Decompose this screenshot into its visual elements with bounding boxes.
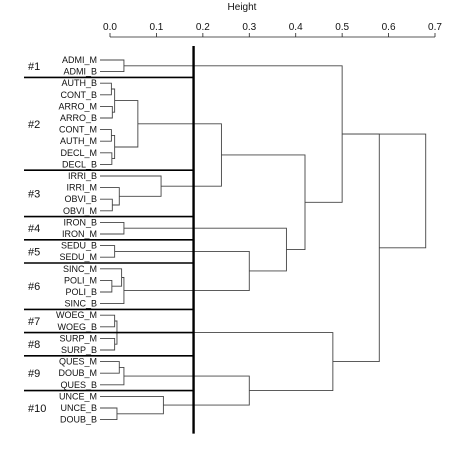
x-axis-title: Height (228, 2, 257, 13)
leaf-label: UNCE_M (59, 391, 97, 401)
dendrogram-link (100, 59, 125, 73)
leaf-label: QUES_B (60, 380, 97, 390)
leaf-label: SURP_B (61, 345, 97, 355)
dendrogram-links (100, 59, 427, 421)
x-tick-label: 0.5 (335, 22, 349, 33)
dendrogram-link (100, 221, 125, 235)
dendrogram-link (100, 105, 113, 119)
dendrogram-link (100, 361, 120, 374)
leaf-label: ARRO_B (60, 113, 97, 123)
leaf-label: SINC_B (64, 299, 97, 309)
leaf-label: SINC_M (63, 264, 97, 274)
leaf-label: OBVI_B (64, 194, 97, 204)
leaf-label: SEDU_M (59, 252, 97, 262)
leaf-label: ADMI_B (63, 67, 97, 77)
dendrogram-link (100, 245, 116, 258)
leaf-label: DOUB_M (58, 368, 97, 378)
x-tick-label: 0.3 (242, 22, 256, 33)
dendrogram-link (100, 187, 120, 206)
dendrogram-link (114, 250, 250, 291)
leaf-label: ADMI_M (62, 55, 97, 65)
dendrogram-link (221, 154, 306, 251)
cluster-groups: #1 #2 #3 #4 #5 #6 #7 #8 #9 #10 (24, 61, 194, 415)
dendrogram-link (123, 227, 287, 272)
dendrogram-link (114, 100, 139, 148)
dendrogram-link (100, 407, 118, 421)
leaf-label: POLI_B (65, 287, 97, 297)
leaf-label: UNCE_B (60, 403, 97, 413)
x-tick-label: 0.4 (289, 22, 303, 33)
leaf-label: IRRI_B (68, 171, 97, 181)
dendrogram-link (100, 279, 113, 293)
dendrogram-link (332, 133, 380, 363)
leaf-label: DECL_M (60, 148, 97, 158)
group-label: #7 (28, 316, 40, 328)
leaf-label: DOUB_B (60, 415, 97, 425)
leaf-label: IRRI_M (66, 183, 97, 193)
leaf-label: AUTH_M (60, 136, 97, 146)
dendrogram-link (342, 133, 427, 249)
dendrogram-link (100, 366, 125, 386)
leaf-label: WOEG_M (56, 310, 97, 320)
group-label: #9 (28, 368, 40, 380)
dendrogram-link (100, 152, 113, 165)
leaf-label: POLI_M (64, 275, 97, 285)
group-label: #4 (28, 223, 40, 235)
dendrogram-link (116, 332, 334, 392)
leaf-label: CONT_B (60, 90, 97, 100)
leaf-label: DECL_B (62, 159, 97, 169)
x-tick-label: 0.7 (428, 22, 442, 33)
leaf-label: OBVI_M (63, 206, 97, 216)
group-label: #1 (28, 61, 40, 73)
leaf-label: QUES_M (59, 357, 97, 367)
leaf-label: ARRO_M (58, 101, 97, 111)
dendrogram-link (100, 337, 116, 351)
dendrogram-link (100, 198, 113, 212)
x-tick-label: 0.1 (149, 22, 163, 33)
group-label: #6 (28, 281, 40, 293)
x-axis: 0.0 0.1 0.2 0.3 0.4 0.5 0.6 0.7 (103, 22, 442, 38)
x-tick-label: 0.2 (196, 22, 210, 33)
group-label: #8 (28, 339, 40, 351)
leaf-label: CONT_M (59, 125, 97, 135)
x-tick-label: 0.0 (103, 22, 117, 33)
dendrogram-link (123, 65, 343, 203)
group-label: #3 (28, 188, 40, 200)
dendrogram-link (100, 314, 116, 328)
leaf-label: SEDU_B (61, 241, 97, 251)
leaf-label: WOEG_B (57, 322, 97, 332)
group-label: #5 (28, 246, 40, 258)
leaf-label: IRON_M (62, 229, 97, 239)
x-tick-label: 0.6 (382, 22, 396, 33)
leaf-label: AUTH_B (61, 78, 97, 88)
dendrogram-link (137, 123, 222, 187)
group-label: #2 (28, 119, 40, 131)
dendrogram-link (100, 129, 112, 142)
leaf-label: SURP_M (59, 333, 97, 343)
dendrogram-link (100, 175, 162, 197)
dendrogram-link (100, 395, 164, 415)
dendrogram-link (100, 268, 123, 287)
group-label: #10 (28, 403, 46, 415)
dendrogram-link (100, 82, 112, 96)
leaf-label: IRON_B (63, 217, 97, 227)
